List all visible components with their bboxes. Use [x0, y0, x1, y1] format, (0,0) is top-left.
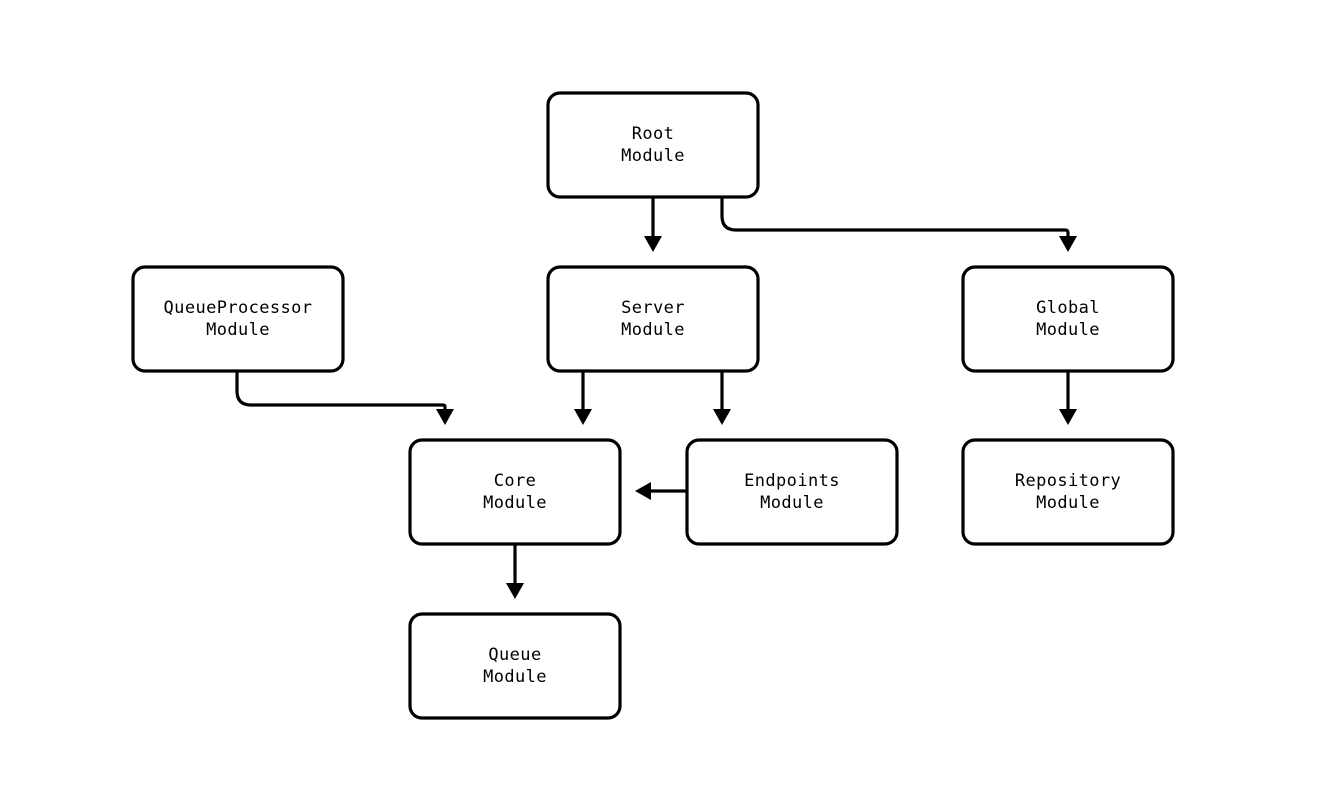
- core-module-node-label-line2: Module: [483, 493, 547, 513]
- edge-server-to-core: [574, 371, 592, 425]
- edge-queueprocessor-to-core-arrowhead: [436, 409, 454, 425]
- edge-root-to-global-line: [720, 197, 1070, 236]
- edge-server-to-core-arrowhead: [574, 409, 592, 425]
- queueprocessor-module-node-label-line2: Module: [206, 320, 270, 340]
- edge-root-to-server-arrowhead: [644, 236, 662, 252]
- repository-module-node-box[interactable]: [961, 438, 1175, 546]
- edge-root-to-global: [720, 197, 1077, 252]
- server-module-node-label-line2: Module: [621, 320, 685, 340]
- edge-global-to-repository: [1059, 371, 1077, 425]
- root-module-node-box[interactable]: [546, 91, 760, 199]
- server-module-node-label-line1: Server: [621, 298, 685, 318]
- edge-core-to-queue-arrowhead: [506, 583, 524, 599]
- nodes-layer: RootModuleQueueProcessorModuleServerModu…: [131, 91, 1175, 720]
- repository-module-node-label-line2: Module: [1036, 493, 1100, 513]
- edge-endpoints-to-core-arrowhead: [635, 482, 651, 500]
- edge-endpoints-to-core: [635, 482, 687, 500]
- queue-module-node-label-line2: Module: [483, 667, 547, 687]
- global-module-node-label-line2: Module: [1036, 320, 1100, 340]
- queueprocessor-module-node-box[interactable]: [131, 265, 345, 373]
- endpoints-module-node-label-line2: Module: [760, 493, 824, 513]
- repository-module-node-label-line1: Repository: [1015, 471, 1121, 491]
- edge-queueprocessor-to-core: [235, 371, 454, 425]
- edge-root-to-server: [644, 197, 662, 252]
- edge-root-to-global-arrowhead: [1059, 236, 1077, 252]
- server-module-node-box[interactable]: [546, 265, 760, 373]
- edge-global-to-repository-arrowhead: [1059, 409, 1077, 425]
- edges-layer: [235, 197, 1077, 599]
- edge-server-to-endpoints-arrowhead: [713, 409, 731, 425]
- global-module-node-label-line1: Global: [1036, 298, 1100, 318]
- root-module-node-label-line2: Module: [621, 146, 685, 166]
- root-module-node-label-line1: Root: [632, 124, 675, 144]
- core-module-node-label-line1: Core: [494, 471, 537, 491]
- queue-module-node-label-line1: Queue: [488, 645, 541, 665]
- queue-module-node-box[interactable]: [408, 612, 622, 720]
- edge-queueprocessor-to-core-line: [235, 371, 447, 409]
- edge-core-to-queue: [506, 544, 524, 599]
- global-module-node-box[interactable]: [961, 265, 1175, 373]
- queueprocessor-module-node-label-line1: QueueProcessor: [164, 298, 313, 318]
- edge-server-to-endpoints: [713, 371, 731, 425]
- endpoints-module-node-box[interactable]: [685, 438, 899, 546]
- endpoints-module-node-label-line1: Endpoints: [744, 471, 840, 491]
- core-module-node-box[interactable]: [408, 438, 622, 546]
